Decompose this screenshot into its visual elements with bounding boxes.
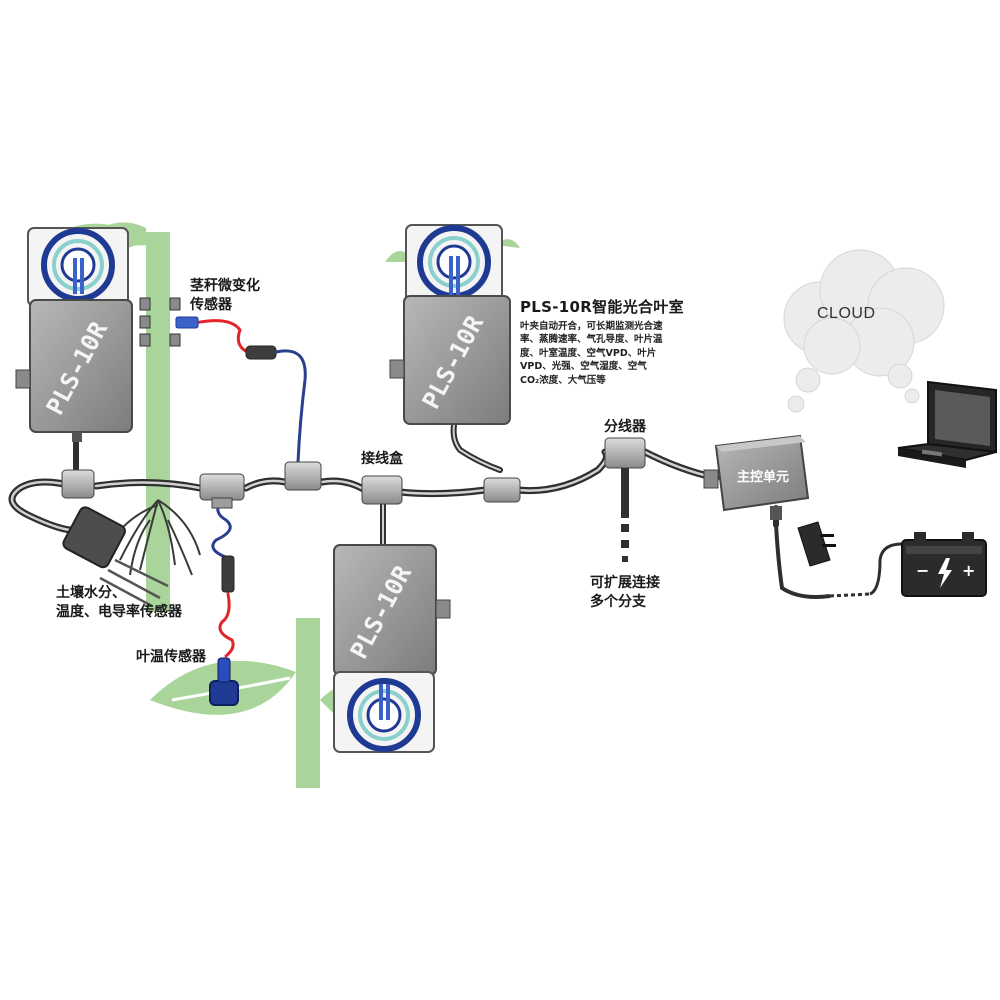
expansion-stub xyxy=(621,468,629,562)
leaf-temp-sensor-label: 叶温传感器 xyxy=(136,649,206,665)
main-unit-label: 主控单元 xyxy=(737,470,790,485)
stem-sensor-wire xyxy=(193,319,307,464)
power-adapter-icon xyxy=(774,521,903,599)
leaf-chamber-title: PLS-10R智能光合叶室 xyxy=(520,298,684,316)
leaf-chamber-description: 叶夹自动开合，可长期监测光合速 率、蒸腾速率、气孔导度、叶片温 度、叶室温度、空… xyxy=(520,321,663,386)
leaf-temp-sensor-icon xyxy=(209,657,239,706)
leaf-temp-wire xyxy=(211,498,235,658)
main-control-unit xyxy=(703,434,810,520)
roots xyxy=(111,499,201,576)
soil-sensor-icon xyxy=(62,506,169,608)
splitter-label: 分线器 xyxy=(604,419,646,435)
soil-sensor-label: 土壤水分、 温度、电导率传感器 xyxy=(56,585,182,620)
leaf-chamber-1: PLS-10R xyxy=(15,227,133,442)
connector-1 xyxy=(61,469,95,499)
stem-sensor-label: 茎秆微变化 传感器 xyxy=(190,278,260,313)
junction-box-label: 接线盒 xyxy=(361,451,403,467)
stem-sensor-icon xyxy=(139,297,199,347)
leaf-chamber-2: PLS-10R xyxy=(389,224,511,425)
cloud-label: CLOUD xyxy=(817,305,876,322)
plant-right-stem xyxy=(150,618,352,788)
splitter xyxy=(604,437,646,469)
svg-text:−: − xyxy=(916,561,929,580)
svg-text:+: + xyxy=(962,561,975,580)
leaf-chamber-3: PLS-10R xyxy=(333,544,451,753)
connectors xyxy=(61,437,646,509)
expand-label: 可扩展连接 多个分支 xyxy=(590,575,660,610)
laptop-icon xyxy=(897,380,997,468)
cloud-icon xyxy=(783,249,945,413)
junction-box xyxy=(361,475,403,505)
battery-icon: − + xyxy=(901,532,987,597)
connector-3 xyxy=(284,461,322,491)
connector-2 xyxy=(199,473,245,509)
connector-5 xyxy=(483,477,521,503)
